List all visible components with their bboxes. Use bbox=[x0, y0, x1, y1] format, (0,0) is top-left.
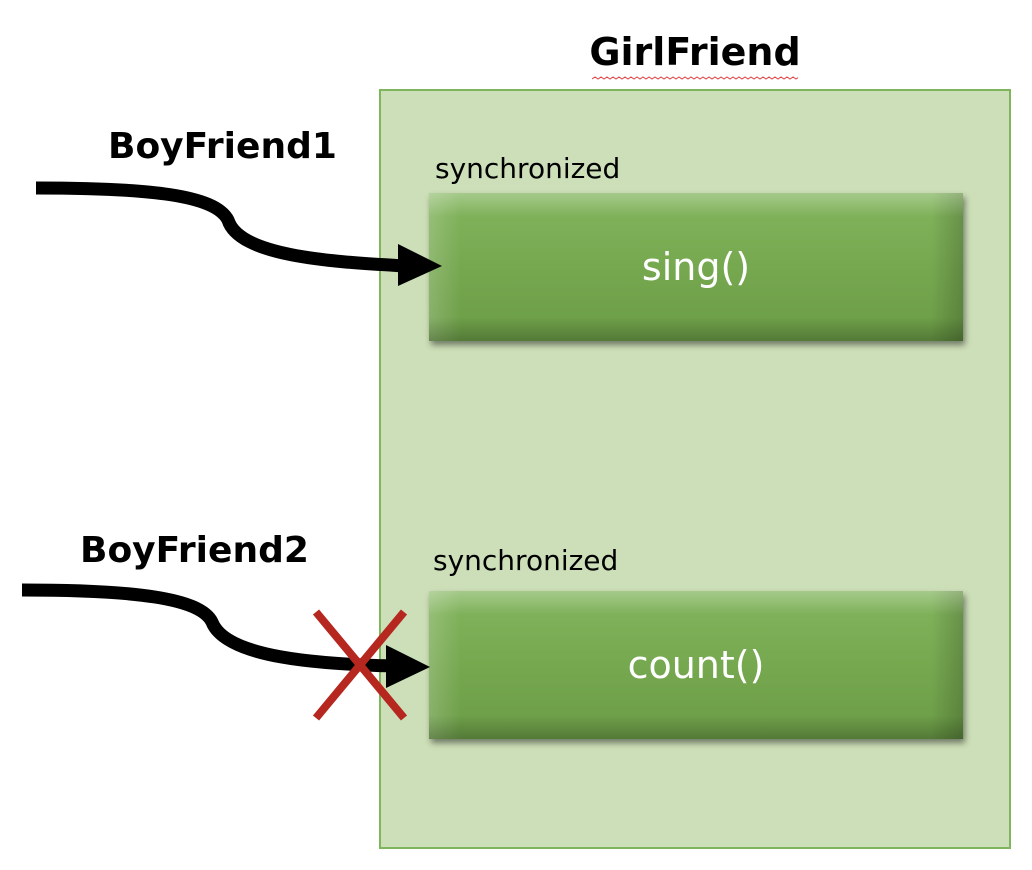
boyfriend1-label: BoyFriend1 bbox=[108, 126, 337, 167]
sing-method-label: sing() bbox=[641, 245, 751, 289]
spellcheck-underline bbox=[592, 76, 798, 80]
count-method-block: count() bbox=[429, 591, 963, 739]
count-method-label: count() bbox=[627, 643, 765, 687]
x-mark-icon bbox=[312, 609, 408, 721]
girlfriend-title: GirlFriend bbox=[560, 30, 830, 80]
boyfriend2-arrow bbox=[21, 583, 430, 688]
boyfriend1-arrow bbox=[35, 181, 442, 286]
count-synchronized-keyword: synchronized bbox=[433, 544, 619, 577]
sing-method-block: sing() bbox=[429, 193, 963, 341]
boyfriend2-label: BoyFriend2 bbox=[80, 530, 309, 571]
sing-synchronized-keyword: synchronized bbox=[435, 152, 621, 185]
girlfriend-title-text: GirlFriend bbox=[589, 30, 801, 74]
